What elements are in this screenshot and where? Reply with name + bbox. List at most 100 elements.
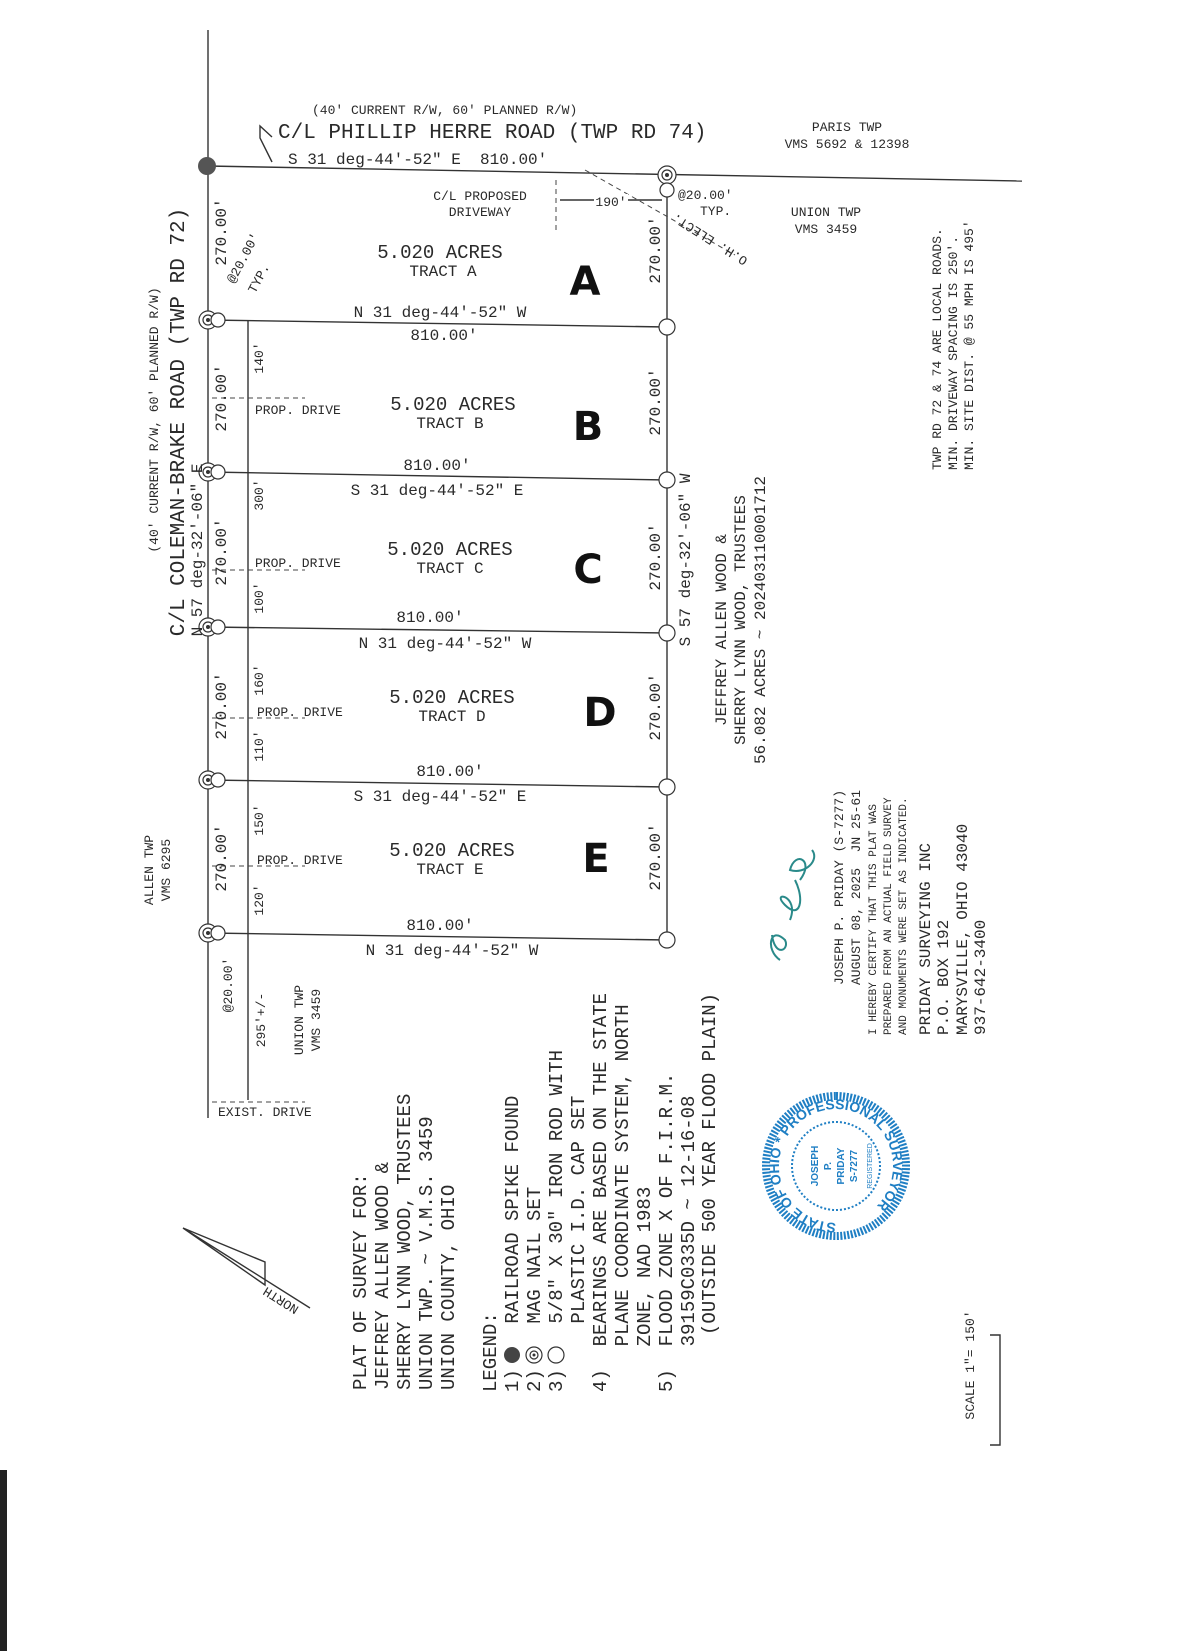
svg-text:LEGEND:: LEGEND: [480,1312,502,1392]
typ-top-label: TYP. [700,204,731,219]
svg-text:AND MONUMENTS WERE SET AS INDI: AND MONUMENTS WERE SET AS INDICATED. [898,797,910,1035]
svg-text:P.O. BOX 192: P.O. BOX 192 [935,920,953,1035]
svg-text:295'+/-: 295'+/- [254,993,269,1048]
left-road-rw-note: (40' CURRENT R/W, 60' PLANNED R/W) [147,287,162,552]
svg-text:PLAT OF SURVEY FOR:: PLAT OF SURVEY FOR: [350,1173,372,1390]
svg-text:110': 110' [252,730,267,761]
svg-text:270.00': 270.00' [213,518,231,585]
scale-bar [990,1334,1001,1446]
svg-text:PLASTIC I.D. CAP SET: PLASTIC I.D. CAP SET [568,1096,590,1392]
svg-text:270.00': 270.00' [647,823,665,890]
top-road-bearing: S 31 deg-44'-52" E 810.00' [288,151,547,169]
svg-text:5.020 ACRES: 5.020 ACRES [377,242,502,264]
owner-block: JEFFREY ALLEN WOOD & SHERRY LYNN WOOD, T… [713,476,770,764]
svg-text:P.: P. [823,1162,834,1170]
svg-text:S-7277: S-7277 [849,1149,860,1182]
svg-text:N 31 deg-44'-52" W: N 31 deg-44'-52" W [366,942,539,960]
union-sw-twp: UNION TWP [292,985,307,1055]
svg-text:937-642-3400: 937-642-3400 [972,920,990,1035]
svg-text:810.00': 810.00' [416,763,483,781]
left-road-bearing: N 57 deg-32'-06" E [189,464,207,637]
union-sw-vms: VMS 3459 [309,989,324,1051]
svg-text:SHERRY LYNN WOOD, TRUSTEES: SHERRY LYNN WOOD, TRUSTEES [394,1094,416,1390]
svg-text:PROP. DRIVE: PROP. DRIVE [255,556,341,571]
mag-nail-icon [525,1346,543,1364]
svg-text:810.00': 810.00' [410,327,477,345]
tract-line-bc [207,471,668,481]
professional-surveyor-seal: STATE OF OHIO * PROFESSIONAL SURVEYOR JO… [762,1092,910,1240]
svg-text:120': 120' [252,884,267,915]
svg-text:5.020 ACRES: 5.020 ACRES [390,394,515,416]
svg-text:B: B [573,404,604,450]
proposed-driveway-label: C/L PROPOSED [433,189,527,204]
west-side-dims: 270.00' 270.00' 270.00' 270.00' 270.00' [213,198,231,891]
iron-rod-icon [547,1346,565,1364]
typ-left-label: TYP. [245,261,273,296]
svg-text:SHERRY LYNN WOOD, TRUSTEES: SHERRY LYNN WOOD, TRUSTEES [732,495,750,745]
north-road-centerline [206,165,1023,182]
svg-text:REGISTERED: REGISTERED [867,1143,874,1189]
tract-c: 5.020 ACRES TRACT C C [387,539,602,593]
title-block: PLAT OF SURVEY FOR: JEFFREY ALLEN WOOD &… [350,1094,460,1390]
allen-vms: VMS 6295 [159,839,174,901]
tract-line-de [207,779,668,788]
svg-text:PLANE COORDINATE SYSTEM, NORTH: PLANE COORDINATE SYSTEM, NORTH [612,1004,634,1392]
svg-text:5.020 ACRES: 5.020 ACRES [387,539,512,561]
union-ne-vms: VMS 3459 [795,222,857,237]
top-road-rw-note: (40' CURRENT R/W, 60' PLANNED R/W) [312,103,577,118]
svg-text:270.00': 270.00' [213,198,231,265]
svg-text:NORTH: NORTH [261,1283,302,1316]
svg-text:JOSEPH P. PRIDAY (S-7277): JOSEPH P. PRIDAY (S-7277) [832,790,847,985]
leader-arrow [259,124,273,163]
svg-text:300': 300' [252,479,267,510]
svg-text:MIN. SITE DIST. @ 55 MPH IS 49: MIN. SITE DIST. @ 55 MPH IS 495' [962,220,977,470]
typ-top-offset: @20.00' [678,188,733,203]
svg-text:5.020 ACRES: 5.020 ACRES [389,840,514,862]
scale-label: SCALE 1"= 150' [963,1310,978,1419]
svg-text:270.00': 270.00' [213,824,231,891]
svg-text:AUGUST 08, 2025 JN 25-61: AUGUST 08, 2025 JN 25-61 [849,790,864,985]
svg-text:PROP. DRIVE: PROP. DRIVE [257,853,343,868]
svg-text:TRACT E: TRACT E [416,861,483,879]
svg-text:160': 160' [252,664,267,695]
svg-text:I HEREBY CERTIFY THAT THIS PLA: I HEREBY CERTIFY THAT THIS PLAT WAS [868,804,880,1035]
svg-text:PROP. DRIVE: PROP. DRIVE [257,705,343,720]
svg-text:270.00': 270.00' [647,673,665,740]
svg-text:C: C [573,547,602,593]
svg-text:810.00': 810.00' [406,917,473,935]
svg-text:PREPARED FROM AN ACTUAL FIELD: PREPARED FROM AN ACTUAL FIELD SURVEY [883,797,895,1035]
left-road-name: C/L COLEMAN-BRAKE ROAD (TWP RD 72) [168,208,191,636]
proposed-driveway-label-2: DRIVEWAY [449,205,512,220]
svg-text:270.00': 270.00' [647,216,665,283]
svg-text:270.00': 270.00' [647,368,665,435]
svg-text:E: E [582,836,609,882]
svg-text:MARYSVILLE, OHIO 43040: MARYSVILLE, OHIO 43040 [954,824,972,1035]
svg-text:100': 100' [252,582,267,613]
oh-elect-line [584,169,736,256]
svg-text:S 31 deg-44'-52" E: S 31 deg-44'-52" E [351,482,524,500]
svg-text:4) BEARINGS ARE BASED ON THE: 4) BEARINGS ARE BASED ON THE STATE [590,993,612,1392]
svg-text:5) FLOOD ZONE X OF F.I.R.M.: 5) FLOOD ZONE X OF F.I.R.M. [656,1073,678,1392]
svg-text:1) RAILROAD SPIKE FOUND: 1) RAILROAD SPIKE FOUND [502,1096,524,1392]
svg-text:N 31 deg-44'-52" W: N 31 deg-44'-52" W [359,635,532,653]
scan-edge [0,1470,7,1651]
svg-text:56.082 ACRES ~ 202403110001712: 56.082 ACRES ~ 202403110001712 [752,476,770,764]
union-ne-twp: UNION TWP [791,205,861,220]
svg-text:MIN. DRIVEWAY SPACING IS 250'.: MIN. DRIVEWAY SPACING IS 250'. [946,236,961,470]
svg-text:JOSEPH: JOSEPH [810,1146,821,1187]
north-arrow-icon: NORTH [182,1227,311,1317]
svg-text:PROP. DRIVE: PROP. DRIVE [255,403,341,418]
svg-text:(OUTSIDE 500 YEAR FLOOD PLAIN): (OUTSIDE 500 YEAR FLOOD PLAIN) [699,993,721,1392]
railroad-spike-icon [198,157,216,175]
legend: LEGEND: 1) RAILROAD SPIKE FOUND 2) MAG N… [480,993,721,1392]
offset-190-text: 190' [595,195,626,210]
svg-text:270.00': 270.00' [213,364,231,431]
tract-line-cd [207,626,668,634]
svg-text:810.00': 810.00' [403,457,470,475]
tract-a: 5.020 ACRES TRACT A A [377,242,600,305]
svg-text:140': 140' [252,342,267,373]
svg-text:810.00': 810.00' [396,609,463,627]
east-line-bearing: S 57 deg-32'-06" W [677,473,695,646]
svg-text:PRIDAY: PRIDAY [836,1147,847,1184]
